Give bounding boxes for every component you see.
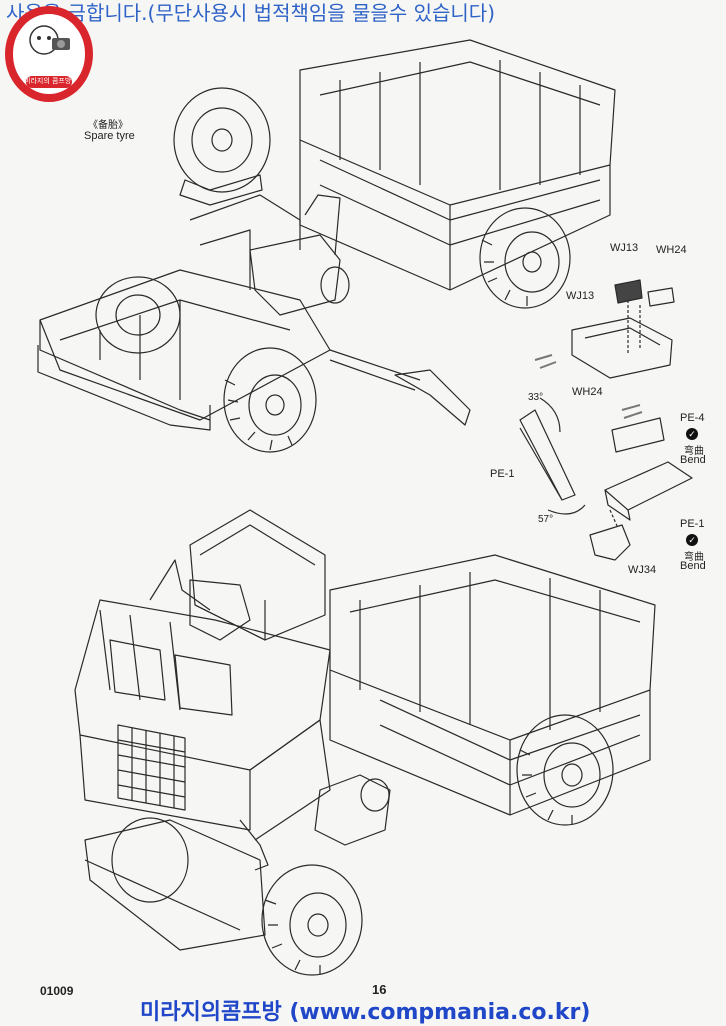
logo-text: 미라지의 콤프방 (24, 77, 72, 85)
spare-tyre-label-cn: 《备胎》 (88, 120, 128, 131)
part-pe1-right: PE-1 (680, 518, 705, 530)
part-wh24-top: WH24 (656, 244, 687, 256)
part-pe1-left: PE-1 (490, 468, 515, 480)
page-number: 16 (372, 982, 387, 997)
bend-icon: ✓ (686, 428, 698, 440)
site-logo (5, 6, 93, 102)
bend-label-2: Bend (680, 560, 706, 572)
bend-label-cn-1: 弯曲 (684, 446, 704, 457)
part-wh24-mid: WH24 (572, 386, 603, 398)
top-truck (37, 39, 616, 453)
top-parts (519, 279, 693, 561)
spare-tyre-label: Spare tyre (84, 130, 135, 142)
part-wj13-top: WJ13 (610, 242, 639, 254)
angle-33: 33° (528, 392, 544, 403)
bend-icon: ✓ (686, 534, 698, 546)
angle-57: 57° (538, 514, 554, 525)
bottom-truck (74, 509, 656, 976)
bend-label-1: Bend (680, 454, 706, 466)
kit-number: 01009 (40, 984, 74, 998)
bend-label-cn-2: 弯曲 (684, 552, 704, 563)
part-wj13-mid: WJ13 (566, 290, 595, 302)
part-pe4: PE-4 (680, 412, 705, 424)
part-wj34: WJ34 (628, 564, 657, 576)
footer-watermark: 미라지의콤프방 (www.compmania.co.kr) (140, 1000, 591, 1025)
watermark-banner: 사용을 금합니다.(무단사용시 법적책임을 물을수 있습니다) (6, 1, 495, 25)
